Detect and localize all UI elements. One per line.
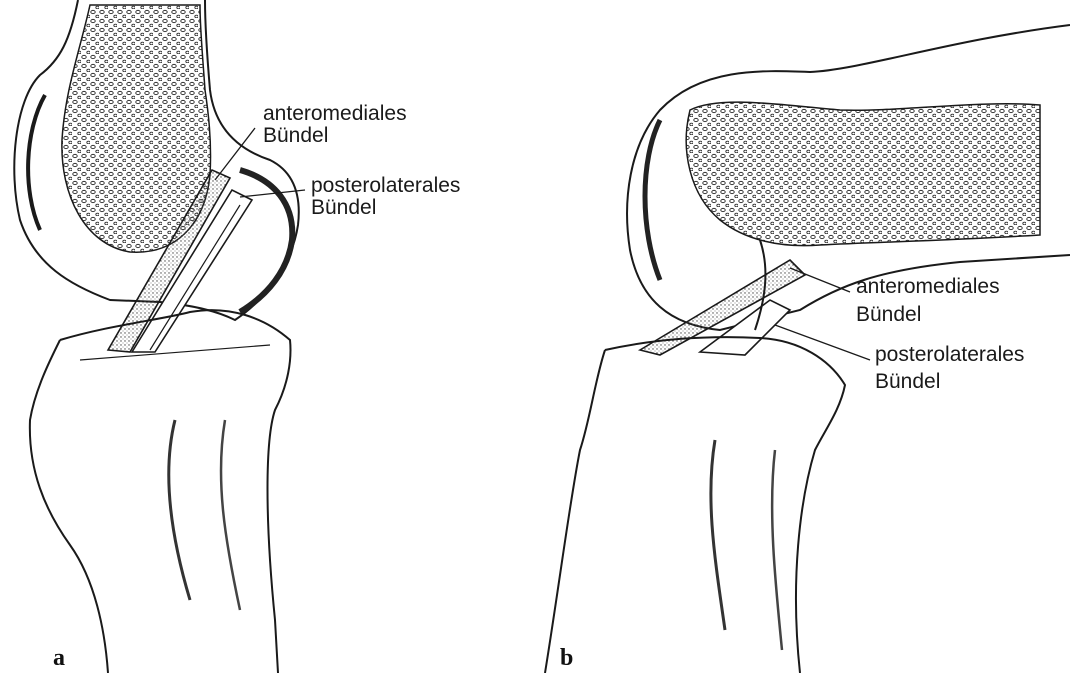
- tibia-a: [30, 310, 291, 673]
- panel-b-anteromedial-label-line2: Bündel: [856, 304, 921, 326]
- panel-a-posterolateral-label-line2: Bündel: [311, 197, 376, 219]
- panel-b-letter: b: [560, 645, 573, 672]
- panel-b-posterolateral-label-line2: Bündel: [875, 371, 940, 393]
- panel-b-posterolateral-label-line1: posterolaterales: [875, 344, 1024, 366]
- panel-a-anteromedial-label-line1: anteromediales: [263, 103, 407, 125]
- panel-a-posterolateral-label-line1: posterolaterales: [311, 175, 460, 197]
- tibia-b: [545, 337, 845, 673]
- panel-a-drawing: [14, 0, 305, 673]
- panel-b-anteromedial-label-line1: anteromediales: [856, 276, 1000, 298]
- panel-a-anteromedial-label-line2: Bündel: [263, 125, 328, 147]
- panel-a-letter: a: [53, 645, 65, 672]
